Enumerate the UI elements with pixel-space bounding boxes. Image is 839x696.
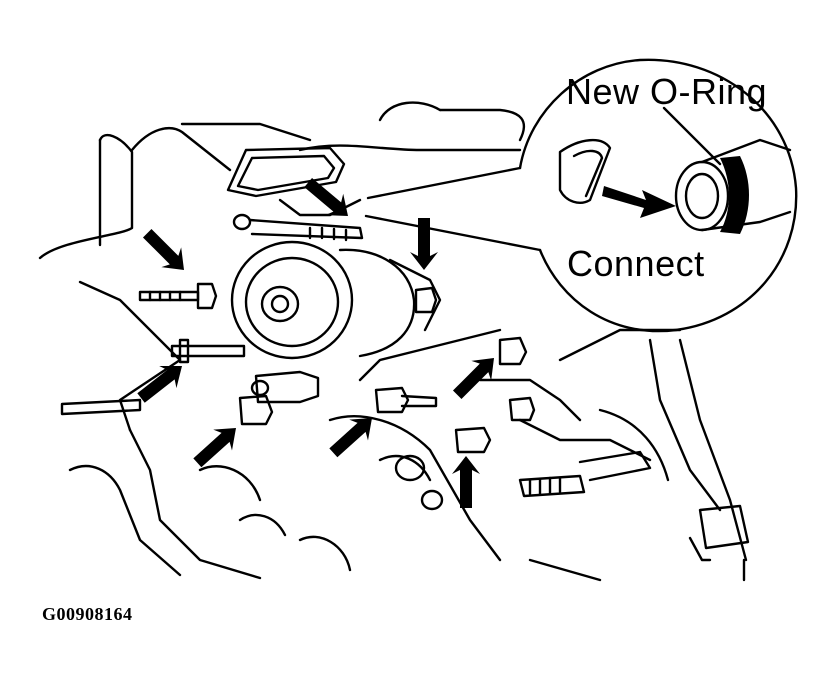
water-pump-pulley [230, 240, 442, 360]
connect-arrow [602, 186, 676, 218]
arrow-left-middle [137, 366, 182, 403]
water-inlet-housing [226, 146, 364, 242]
detail-callout-circle [364, 58, 798, 333]
bolt-left [138, 282, 218, 310]
engine-block-outline [38, 101, 526, 580]
o-ring-band [720, 156, 749, 234]
bolt-lower-right [454, 426, 492, 454]
arrow-upper-left [142, 228, 184, 270]
arrow-right-of-pump [410, 218, 438, 270]
connect-label: Connect [567, 243, 705, 284]
bolt-middle-left [170, 338, 246, 364]
lower-housing [298, 328, 750, 582]
long-stud-left [60, 398, 142, 416]
long-stud-right [518, 450, 652, 498]
arrow-lower-center [329, 418, 372, 458]
hex-spacer-bolts [238, 370, 320, 426]
arrow-lower-right [452, 456, 480, 508]
bolt-right-of-pump [414, 286, 438, 314]
bolt-center [374, 386, 438, 414]
arrow-top-center [304, 177, 348, 216]
indicator-arrows [137, 177, 494, 508]
bolt-right-upper [498, 336, 536, 422]
arrow-right-middle [452, 358, 494, 400]
figure-id: G00908164 [42, 604, 133, 624]
arrow-lower-left [193, 428, 236, 468]
new-oring-label: New O-Ring [566, 71, 768, 112]
